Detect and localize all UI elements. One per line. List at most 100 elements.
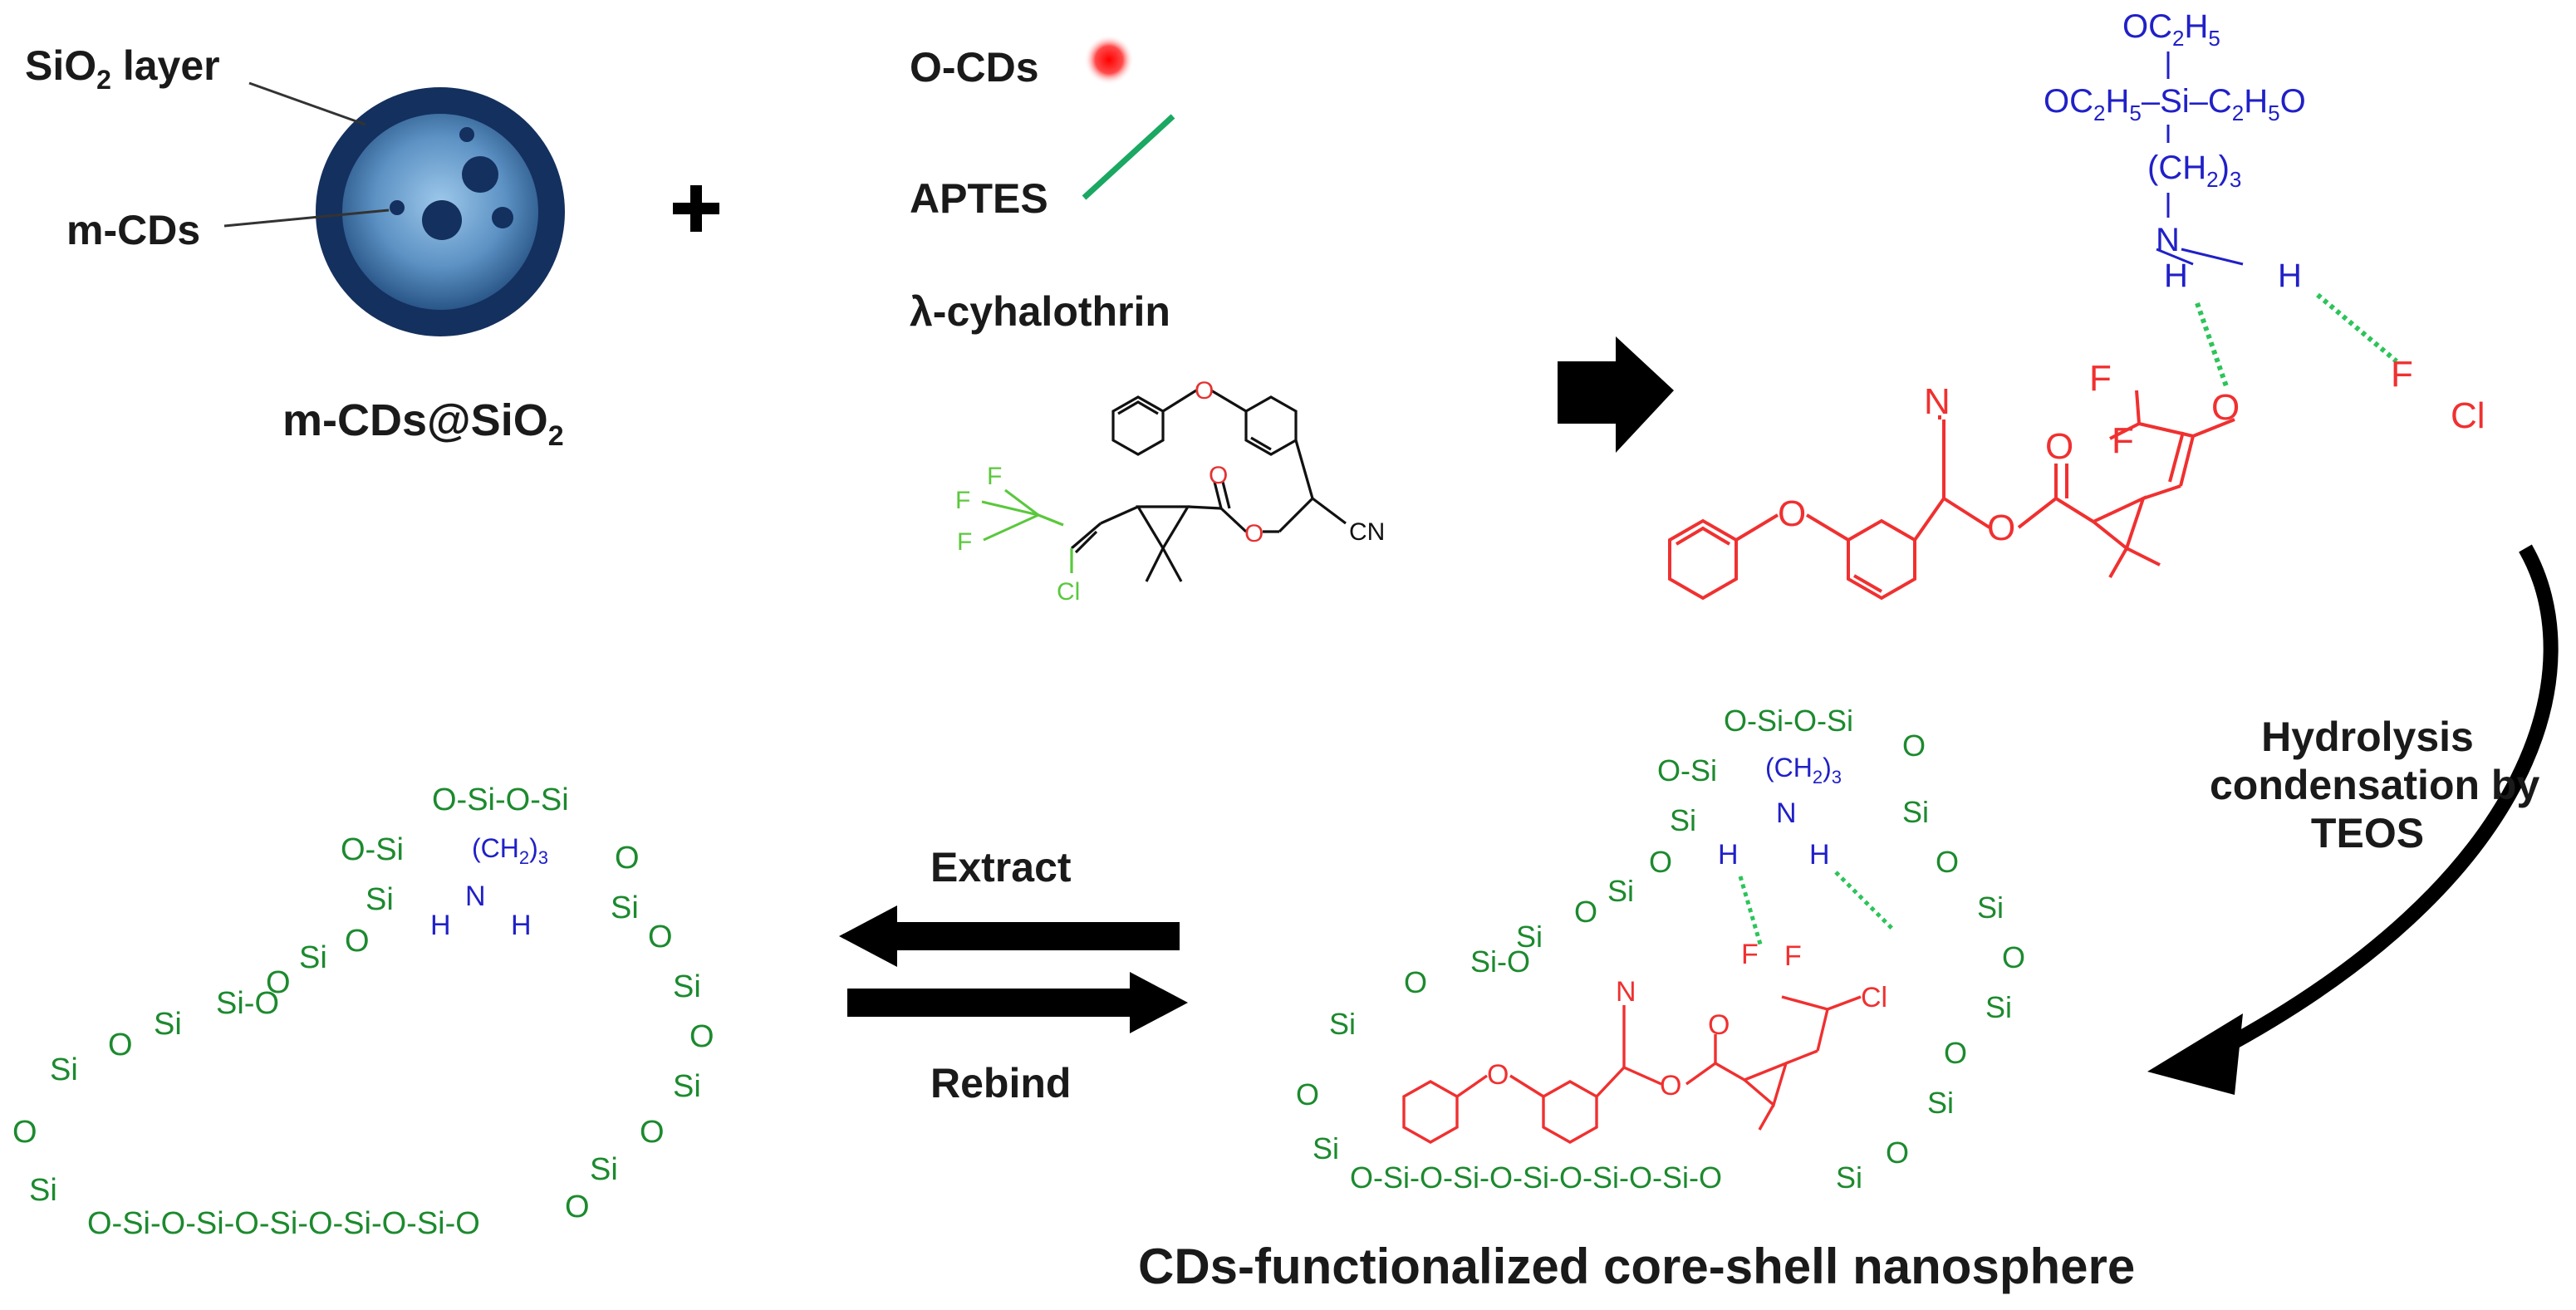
cyhalothrin-structure <box>1038 389 1347 582</box>
svg-text:H: H <box>1809 839 1830 871</box>
svg-text:O-Si-O-Si-O-Si-O-Si-O-Si-O: O-Si-O-Si-O-Si-O-Si-O-Si-O <box>87 1206 480 1241</box>
svg-text:Si: Si <box>1902 795 1929 829</box>
cyh-cn: CN <box>1349 518 1385 546</box>
svg-text:Si: Si <box>1329 1007 1356 1041</box>
svg-text:Si: Si <box>1313 1131 1339 1165</box>
cyh-o-carbonyl: O <box>1209 462 1228 489</box>
red-dot-icon <box>1084 35 1134 85</box>
cyh-f1: F <box>987 463 1002 490</box>
aptes-h-right: H <box>2278 258 2302 294</box>
hydrolysis-label: Hydrolysis condensation by TEOS <box>2210 714 2540 856</box>
final-title: CDs-functionalized core-shell nanosphere <box>1138 1239 2136 1294</box>
svg-text:H: H <box>1718 839 1739 871</box>
svg-text:H: H <box>430 910 451 941</box>
svg-text:O: O <box>266 965 291 1000</box>
analyte-o-ester: O <box>1987 508 2015 548</box>
svg-text:Si: Si <box>590 1152 618 1187</box>
svg-text:O: O <box>1708 1009 1730 1041</box>
analyte-f3: F <box>2112 420 2134 461</box>
svg-text:H: H <box>511 910 532 941</box>
svg-text:Si-O: Si-O <box>216 986 279 1021</box>
svg-text:Si-O: Si-O <box>1470 944 1530 979</box>
svg-text:Si: Si <box>1985 990 2012 1024</box>
svg-text:O-Si: O-Si <box>341 832 404 867</box>
extract-label: Extract <box>930 844 1072 891</box>
cyh-f3: F <box>957 528 972 556</box>
ocds-label: O-CDs <box>910 44 1039 91</box>
aptes-ch2-chain: (CH2)3 <box>2147 150 2241 192</box>
svg-text:Si: Si <box>1977 891 2004 925</box>
svg-text:O: O <box>689 1019 714 1054</box>
analyte-cl: Cl <box>2451 395 2485 436</box>
cyhalothrin-label: λ-cyhalothrin <box>910 288 1170 335</box>
analyte-n: N <box>1924 381 1950 422</box>
svg-text:O: O <box>1660 1070 1681 1101</box>
aptes-si-row: OC2H5–Si–C2H5O <box>2044 83 2306 125</box>
svg-text:O: O <box>12 1115 37 1150</box>
svg-text:N: N <box>465 881 486 912</box>
svg-text:O: O <box>1944 1036 1967 1070</box>
plus-icon <box>673 185 719 232</box>
svg-text:O: O <box>2002 940 2025 974</box>
svg-text:O: O <box>615 841 640 876</box>
svg-text:Si: Si <box>1836 1160 1862 1195</box>
curved-arrow-icon <box>2147 544 2559 1095</box>
svg-text:Si: Si <box>611 891 639 925</box>
svg-text:Si: Si <box>673 969 701 1004</box>
sio2-pointer-line <box>248 81 366 126</box>
svg-text:O: O <box>1487 1059 1509 1091</box>
svg-text:Si: Si <box>299 940 327 975</box>
svg-text:N: N <box>1776 797 1797 829</box>
svg-text:O: O <box>345 924 370 959</box>
svg-text:Si: Si <box>1670 803 1696 837</box>
svg-text:O: O <box>1404 965 1427 999</box>
svg-text:Si: Si <box>1927 1086 1954 1120</box>
svg-text:O: O <box>108 1028 133 1062</box>
mcds-sio2-caption: m-CDs@SiO2 <box>282 395 564 452</box>
svg-text:(CH2)3: (CH2)3 <box>1765 753 1842 787</box>
svg-text:O: O <box>1649 845 1672 879</box>
svg-text:O: O <box>648 920 673 954</box>
sio2-layer-label: SiO2 layer <box>25 42 220 95</box>
svg-text:F: F <box>1784 940 1802 972</box>
cyh-cl: Cl <box>1057 578 1080 606</box>
right-arrow-icon <box>1558 336 1674 453</box>
analyte-o-bridge: O <box>1778 493 1806 534</box>
sphere-icon <box>316 87 565 336</box>
svg-text:O-Si-O-Si: O-Si-O-Si <box>1724 704 1853 738</box>
svg-text:O-Si: O-Si <box>1657 753 1717 787</box>
svg-text:Si: Si <box>50 1052 78 1087</box>
left-arrow-icon <box>839 905 1180 967</box>
svg-text:O: O <box>1574 895 1597 929</box>
analyte-f4: F <box>2391 354 2413 395</box>
svg-text:Cl: Cl <box>1861 982 1887 1013</box>
aptes-label: APTES <box>910 175 1048 222</box>
aptes-oc2h5-top: OC2H5 <box>2122 8 2220 51</box>
svg-text:O: O <box>1886 1136 1909 1170</box>
cyh-o-bridge: O <box>1195 377 1214 405</box>
imprinted-cavity: O-Si-O-Si O-Si Si O Si O Si-O Si O Si O … <box>12 783 714 1241</box>
cyh-f2: F <box>955 487 970 514</box>
svg-text:Si: Si <box>366 882 394 917</box>
analyte-o-hbond: O <box>2211 387 2240 428</box>
svg-text:O: O <box>565 1190 590 1224</box>
svg-text:F: F <box>1741 939 1759 970</box>
svg-text:Si: Si <box>154 1007 182 1042</box>
right-arrow-icon-2 <box>847 972 1188 1033</box>
analyte-o-carbonyl: O <box>2045 426 2073 467</box>
svg-text:O: O <box>1296 1077 1319 1111</box>
svg-text:O: O <box>1936 845 1959 879</box>
svg-text:N: N <box>1616 976 1636 1008</box>
mcds-label: m-CDs <box>66 207 201 253</box>
svg-text:(CH2)3: (CH2)3 <box>472 833 548 868</box>
aptes-hbond-complex: OC2H5 OC2H5–Si–C2H5O (CH2)3 N H H <box>1668 8 2485 601</box>
svg-text:Si: Si <box>673 1069 701 1104</box>
rebind-label: Rebind <box>930 1060 1072 1106</box>
svg-text:Si: Si <box>1607 874 1634 908</box>
analyte-f1: F <box>2089 358 2112 399</box>
aptes-h-left: H <box>2164 258 2188 294</box>
svg-text:O-Si-O-Si: O-Si-O-Si <box>432 783 569 817</box>
svg-text:Si: Si <box>1516 920 1543 954</box>
svg-text:Si: Si <box>29 1173 57 1208</box>
